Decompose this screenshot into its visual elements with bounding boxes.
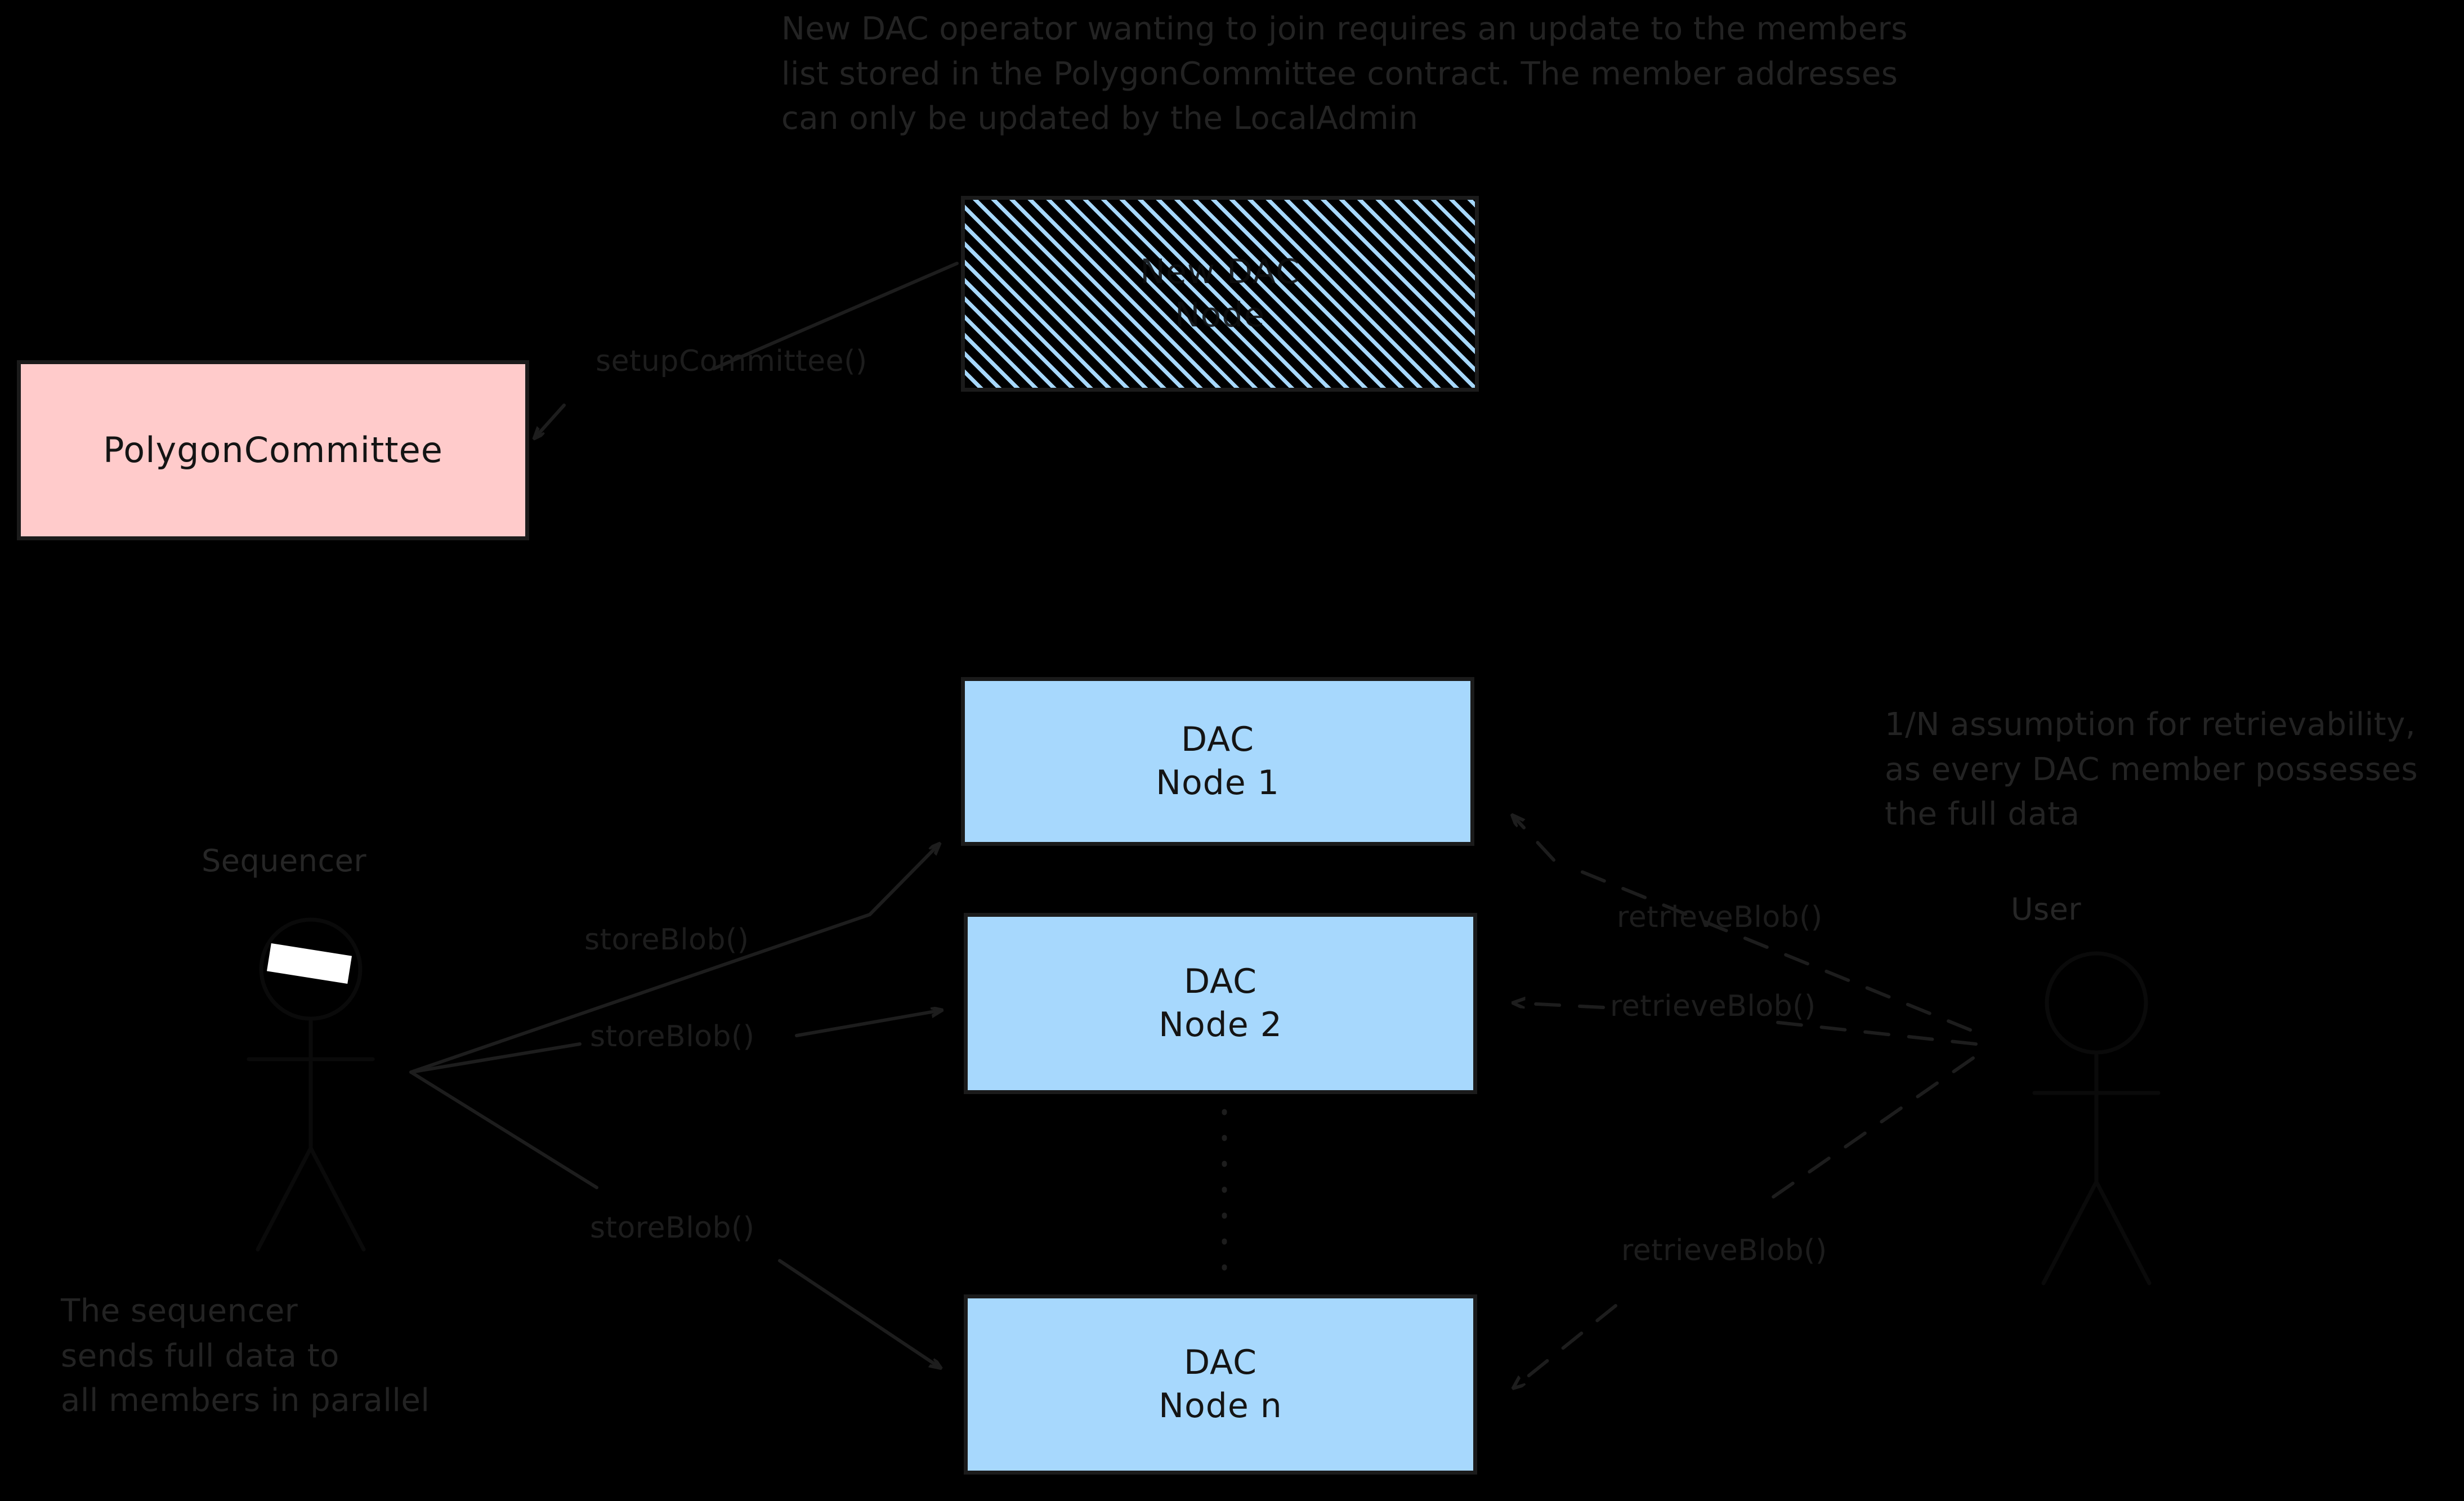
node-new-dac-node-label-line-1: New DAC: [1140, 252, 1300, 292]
node-dac-node-1-label-line-1: DAC: [1180, 720, 1255, 760]
node-polygon-committee[interactable]: PolygonCommittee: [17, 360, 529, 540]
edge-retrieve-blob-3: [1514, 1056, 1975, 1387]
edge-label-store-blob-2: storeBlob(): [590, 1020, 755, 1054]
node-dac-node-1[interactable]: DAC Node 1: [961, 677, 1474, 846]
user-stick-figure-icon: [2032, 951, 2161, 1285]
edge-label-store-blob-1: storeBlob(): [584, 923, 749, 957]
node-dac-node-2-label-line-2: Node 2: [1159, 1005, 1282, 1045]
annotation-top: New DAC operator wanting to join require…: [781, 11, 1908, 137]
edge-label-retrieve-blob-3: retrieveBlob(): [1621, 1234, 1827, 1267]
annotation-right: 1/N assumption for retrievability, as ev…: [1885, 706, 2418, 833]
actor-label-sequencer: Sequencer: [202, 843, 367, 879]
node-dac-node-2-label-line-1: DAC: [1183, 962, 1258, 1002]
node-dac-node-n-label-line-2: Node n: [1159, 1386, 1282, 1426]
node-new-dac-node-label-line-2: Node: [1174, 295, 1265, 335]
node-dac-node-n[interactable]: DAC Node n: [964, 1294, 1477, 1475]
node-new-dac-node[interactable]: New DAC Node: [961, 196, 1479, 392]
node-dac-node-2[interactable]: DAC Node 2: [964, 913, 1477, 1094]
node-polygon-committee-label: PolygonCommittee: [103, 429, 443, 471]
actor-label-user: User: [2011, 891, 2082, 927]
edge-label-store-blob-3: storeBlob(): [590, 1211, 755, 1245]
sequencer-stick-figure-icon: [247, 917, 375, 1252]
node-dac-node-1-label-line-2: Node 1: [1156, 763, 1280, 803]
node-dac-node-n-label-line-1: DAC: [1183, 1343, 1258, 1383]
edge-label-retrieve-blob-1: retrieveBlob(): [1617, 900, 1823, 934]
annotation-bottom-left: The sequencer sends full data to all mem…: [61, 1293, 430, 1419]
edge-label-setup-committee: setupCommittee(): [596, 344, 867, 378]
edge-label-retrieve-blob-2: retrieveBlob(): [1610, 989, 1816, 1023]
